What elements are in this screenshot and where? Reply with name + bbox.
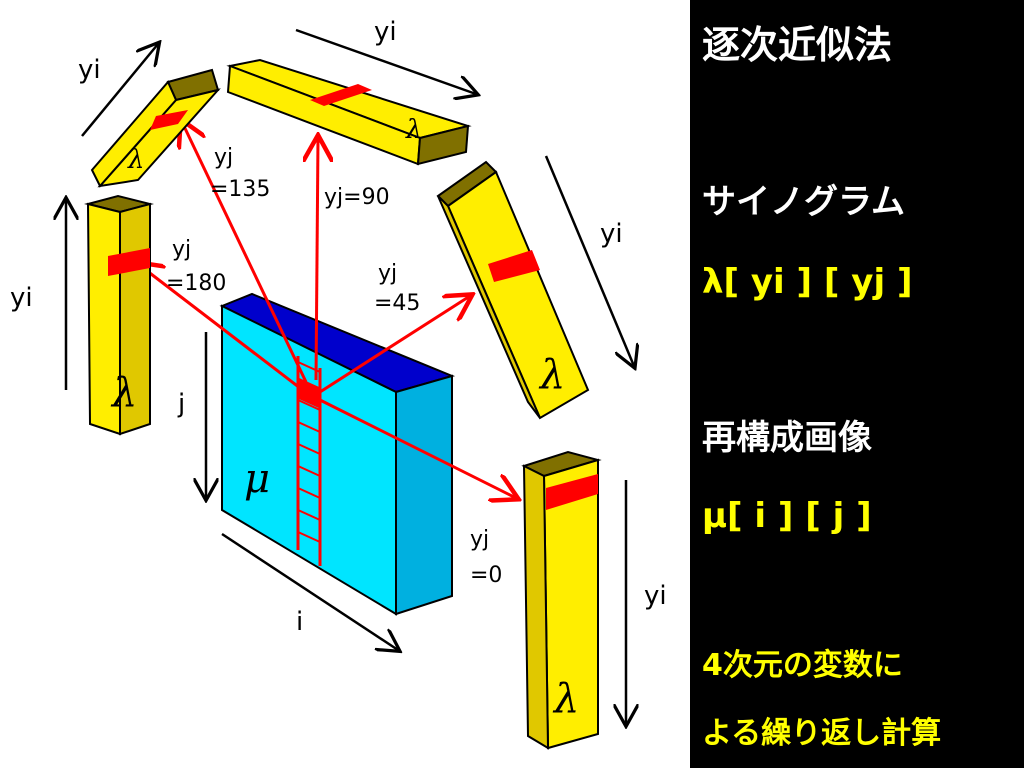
label-angle-0-line2: =0: [470, 563, 502, 588]
bar-45-lambda: λ: [538, 352, 565, 398]
sinogram-bar-135: λ: [90, 68, 221, 188]
label-yi-upper-left: yi: [78, 55, 101, 85]
label-angle-180-line1: yj: [172, 237, 191, 262]
projection-rays: [138, 122, 516, 498]
reconstruction-cube: μ: [219, 292, 456, 616]
label-angle-135-line1: yj: [214, 145, 233, 170]
label-angle-45-line2: =45: [374, 291, 420, 316]
projection-diagram: μ λ λ: [10, 17, 667, 750]
label-j: j: [177, 389, 185, 419]
sinogram-bar-45: λ: [436, 160, 590, 420]
label-angle-45-line1: yj: [378, 261, 397, 286]
label-yi-bottom-right: yi: [644, 581, 667, 611]
note-line-1: 4次元の変数に: [702, 648, 903, 683]
reconstruction-label: 再構成画像: [702, 418, 872, 458]
explanation-panel: 逐次近似法 サイノグラム λ[ yi ] [ yj ] 再構成画像 μ[ i ]…: [690, 0, 1024, 768]
active-pixel: [297, 377, 321, 409]
diagram-canvas: μ λ λ: [10, 17, 667, 750]
reconstruction-formula: μ[ i ] [ j ]: [702, 496, 872, 536]
sinogram-formula: λ[ yi ] [ yj ]: [702, 262, 913, 302]
sinogram-bar-180: λ: [84, 194, 154, 436]
note-line-2: よる繰り返し計算: [702, 716, 942, 751]
label-yi-right: yi: [600, 219, 623, 249]
arrow-yi-top: [295, 28, 476, 94]
cube-front-face: [221, 304, 397, 616]
label-yi-top: yi: [374, 17, 397, 47]
cube-mu-symbol: μ: [244, 456, 270, 502]
ray-yj-90: [316, 138, 318, 381]
ray-yj-180: [138, 264, 301, 390]
ray-yj-0: [319, 398, 516, 498]
label-angle-135-line2: =135: [210, 177, 270, 202]
bar-135-lambda: λ: [127, 145, 144, 175]
bar-180-lambda: λ: [110, 370, 137, 416]
arrow-yi-upper-left: [81, 44, 158, 137]
sinogram-label: サイノグラム: [702, 182, 905, 222]
arrow-yi-right: [544, 155, 634, 366]
bar-90-lambda: λ: [405, 115, 422, 145]
label-angle-0-line1: yj: [470, 527, 489, 552]
label-angle-90: yj=90: [324, 185, 390, 210]
ray-yj-45: [319, 296, 470, 394]
bar-0-lambda: λ: [552, 676, 579, 722]
sinogram-bar-90: λ: [226, 58, 472, 166]
label-yi-left: yi: [10, 283, 33, 313]
sinogram-bar-0: λ: [521, 450, 602, 750]
cube-side-face: [395, 374, 453, 616]
ray-yj-135: [182, 122, 308, 383]
label-angle-180-line2: =180: [166, 271, 226, 296]
axis-arrows: [66, 28, 634, 724]
label-i: i: [296, 607, 303, 637]
panel-title: 逐次近似法: [702, 23, 893, 67]
arrow-i: [221, 532, 398, 650]
